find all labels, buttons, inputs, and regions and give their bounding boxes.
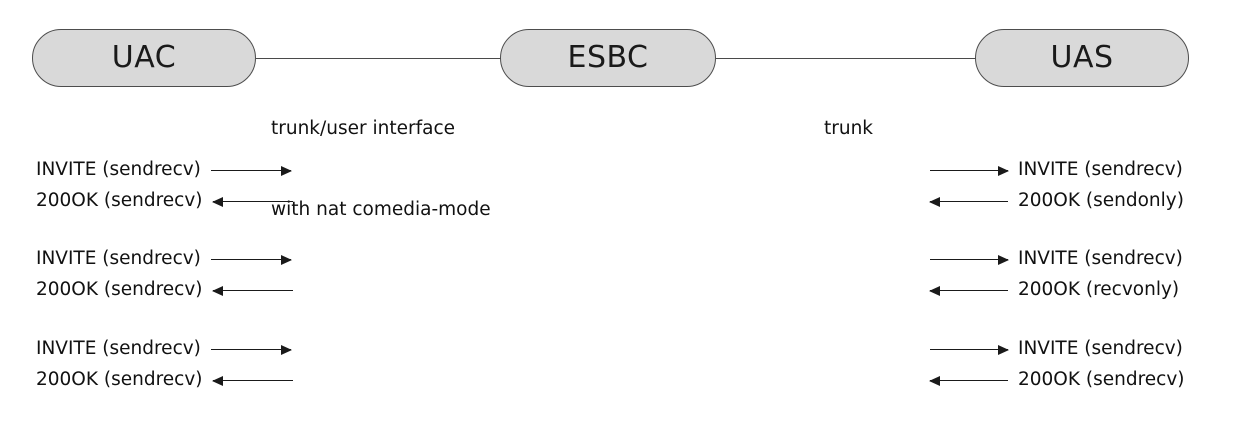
arrow-right-icon	[210, 165, 292, 177]
flow-right-uas-side: INVITE (sendrecv)	[930, 334, 1230, 365]
flow-right-uas-side: 200OK (recvonly)	[929, 275, 1230, 306]
flow-row: INVITE (sendrecv) INVITE (sendrecv)	[0, 244, 1234, 275]
flow-row: INVITE (sendrecv) INVITE (sendrecv)	[0, 334, 1234, 365]
message-label: 200OK (recvonly)	[1018, 279, 1180, 301]
arrow-right-icon	[930, 254, 1009, 266]
flow-group-1: INVITE (sendrecv) INVITE (sendrecv) 200O…	[0, 155, 1234, 217]
node-uas: UAS	[975, 29, 1189, 87]
link-line-uac-esbc	[256, 58, 501, 59]
flow-left-uac-side: 200OK (sendrecv)	[36, 275, 301, 306]
flow-left-uac-side: 200OK (sendrecv)	[36, 365, 301, 396]
message-label: 200OK (sendrecv)	[36, 369, 203, 391]
link-label-esbc-uas: trunk	[824, 61, 873, 196]
message-label: 200OK (sendrecv)	[36, 190, 203, 212]
arrow-left-icon	[211, 375, 293, 387]
message-label: INVITE (sendrecv)	[1018, 338, 1183, 360]
link-label-uac-esbc: trunk/user interface with nat comedia-mo…	[271, 61, 491, 277]
flow-row: 200OK (sendrecv) 200OK (sendonly)	[0, 186, 1234, 217]
flow-row: INVITE (sendrecv) INVITE (sendrecv)	[0, 155, 1234, 186]
flow-left-uac-side: INVITE (sendrecv)	[36, 244, 301, 275]
message-label: INVITE (sendrecv)	[1018, 248, 1183, 270]
flow-left-uac-side: INVITE (sendrecv)	[36, 155, 301, 186]
flow-left-uac-side: 200OK (sendrecv)	[36, 186, 301, 217]
flow-row: 200OK (sendrecv) 200OK (sendrecv)	[0, 365, 1234, 396]
arrow-left-icon	[211, 196, 293, 208]
arrow-left-icon	[929, 375, 1008, 387]
message-label: 200OK (sendrecv)	[1018, 369, 1185, 391]
arrow-right-icon	[930, 165, 1009, 177]
message-label: INVITE (sendrecv)	[1018, 159, 1183, 181]
node-uac-label: UAC	[111, 40, 177, 75]
message-label: INVITE (sendrecv)	[36, 338, 201, 360]
flow-row: 200OK (sendrecv) 200OK (recvonly)	[0, 275, 1234, 306]
link-line-esbc-uas	[716, 58, 976, 59]
flow-group-3: INVITE (sendrecv) INVITE (sendrecv) 200O…	[0, 334, 1234, 396]
message-label: INVITE (sendrecv)	[36, 248, 201, 270]
arrow-left-icon	[211, 285, 293, 297]
node-esbc: ESBC	[500, 29, 716, 87]
link-label-uac-esbc-line1: trunk/user interface	[271, 118, 455, 139]
message-label: 200OK (sendonly)	[1018, 190, 1184, 212]
flow-right-uas-side: INVITE (sendrecv)	[930, 155, 1230, 186]
message-label: INVITE (sendrecv)	[36, 159, 201, 181]
arrow-left-icon	[929, 285, 1008, 297]
link-label-esbc-uas-line1: trunk	[824, 118, 874, 139]
arrow-right-icon	[930, 344, 1009, 356]
message-label: 200OK (sendrecv)	[36, 279, 203, 301]
flow-right-uas-side: INVITE (sendrecv)	[930, 244, 1230, 275]
arrow-left-icon	[929, 196, 1008, 208]
link-label-uac-esbc-line2: with nat comedia-mode	[271, 199, 491, 220]
flow-right-uas-side: 200OK (sendonly)	[929, 186, 1230, 217]
node-uac: UAC	[32, 29, 256, 87]
flow-group-2: INVITE (sendrecv) INVITE (sendrecv) 200O…	[0, 244, 1234, 306]
flow-right-uas-side: 200OK (sendrecv)	[929, 365, 1230, 396]
node-esbc-label: ESBC	[567, 40, 649, 75]
arrow-right-icon	[210, 254, 292, 266]
arrow-right-icon	[210, 344, 292, 356]
flow-left-uac-side: INVITE (sendrecv)	[36, 334, 301, 365]
node-uas-label: UAS	[1050, 40, 1114, 75]
